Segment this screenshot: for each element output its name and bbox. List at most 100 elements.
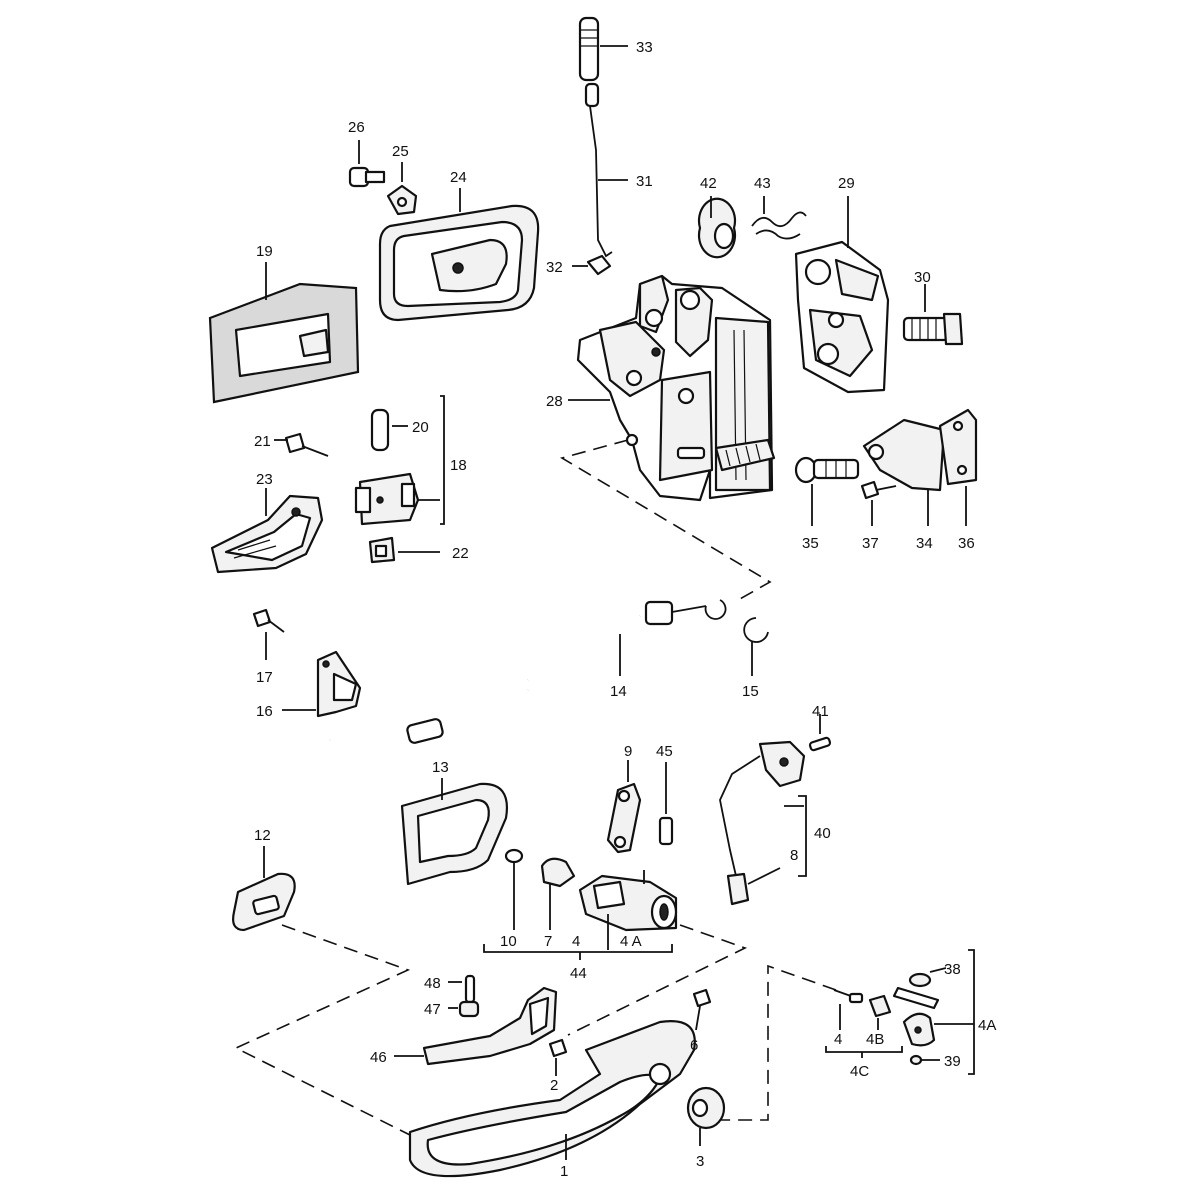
part-1-outer-handle [408,1020,696,1178]
label-2: 2 [550,1077,558,1094]
label-4A: 4 A [620,933,642,950]
label-25: 25 [392,143,409,160]
part-4-lock-cylinder [578,870,678,950]
part-48-pin [448,974,476,1004]
bracket-44 [483,944,673,953]
bracket-4A-group [968,949,975,1075]
label-17: 17 [256,669,273,686]
label-4C: 4C [850,1063,869,1080]
label-13: 13 [432,759,449,776]
part-38-seal [892,967,947,1010]
label-4B: 4B [866,1031,884,1048]
part-4-key [833,989,864,1030]
part-2-screw [548,1038,568,1076]
label-20: 20 [412,419,429,436]
label-4-key: 4 [834,1031,842,1048]
label-37: 37 [862,535,879,552]
label-33: 33 [636,39,653,56]
label-44: 44 [570,965,587,982]
part-31-rod [584,82,628,258]
part-4A-cover [902,1012,974,1047]
part-30-bolt [902,284,964,346]
label-40: 40 [814,825,831,842]
label-8: 8 [790,847,798,864]
part-23-handle-lever [210,488,324,574]
part-10-screw [504,848,524,930]
label-29: 29 [838,175,855,192]
part-33-rod-end [578,16,628,82]
part-18-hinge [354,395,445,526]
part-45-pin [658,762,674,846]
label-16: 16 [256,703,273,720]
part-34-bracket [862,418,946,526]
label-1: 1 [560,1163,568,1180]
part-36-striker-plate [938,408,978,526]
label-14: 14 [610,683,627,700]
part-28-lock-mechanism [568,274,776,502]
part-19-foam-pad [208,262,360,404]
part-3-washer [686,1086,726,1146]
label-10: 10 [500,933,517,950]
label-41: 41 [812,703,829,720]
part-22-clip [368,536,440,564]
label-36: 36 [958,535,975,552]
label-42: 42 [700,175,717,192]
part-32-clip [572,254,612,276]
part-37-screw [860,480,897,526]
label-32: 32 [546,259,563,276]
part-15-clip [743,617,769,676]
label-23: 23 [256,471,273,488]
part-26-screw [348,140,386,188]
label-4-cylinder: 4 [572,933,580,950]
assembly-dashed-lines [234,439,837,1136]
part-7-clip [540,857,576,930]
part-6-screw [692,988,712,1031]
label-24: 24 [450,169,467,186]
part-9-linkage [606,760,642,854]
label-34: 34 [916,535,933,552]
bracket-4C [825,1046,903,1053]
label-46: 46 [370,1049,387,1066]
part-43-spring [751,196,807,240]
label-39: 39 [944,1053,961,1070]
label-45: 45 [656,743,673,760]
part-14-cable [320,599,727,769]
label-6: 6 [690,1037,698,1054]
label-19: 19 [256,243,273,260]
part-8-rod-end [726,867,781,906]
part-24-inner-handle-bezel [378,188,540,322]
label-26: 26 [348,119,365,136]
label-48: 48 [424,975,441,992]
part-42-grommet [697,196,737,259]
label-38: 38 [944,961,961,978]
label-30: 30 [914,269,931,286]
label-43: 43 [754,175,771,192]
part-16-bracket [282,650,362,718]
label-35: 35 [802,535,819,552]
part-25-nut [386,162,418,216]
part-40-linkage-rod [719,740,807,877]
callout-labels: 33 31 32 42 43 29 30 26 25 24 19 28 20 2… [254,39,996,1180]
part-20-pin [370,408,408,452]
part-41-pin [808,714,832,752]
label-22: 22 [452,545,469,562]
part-35-bolt [794,456,860,526]
part-47-spring [448,1000,480,1018]
label-28: 28 [546,393,563,410]
label-3: 3 [696,1153,704,1170]
part-46-lever [394,986,558,1066]
label-12: 12 [254,827,271,844]
part-21-screw [274,432,329,457]
part-29-latch [794,196,890,394]
label-18: 18 [450,457,467,474]
part-12-bezel [232,846,296,932]
label-31: 31 [636,173,653,190]
part-17-screw [252,608,285,660]
label-7: 7 [544,933,552,950]
part-39-plug [909,1054,940,1066]
part-13-bezel [400,778,509,886]
part-4B-insert [868,994,892,1030]
label-47: 47 [424,1001,441,1018]
label-15: 15 [742,683,759,700]
